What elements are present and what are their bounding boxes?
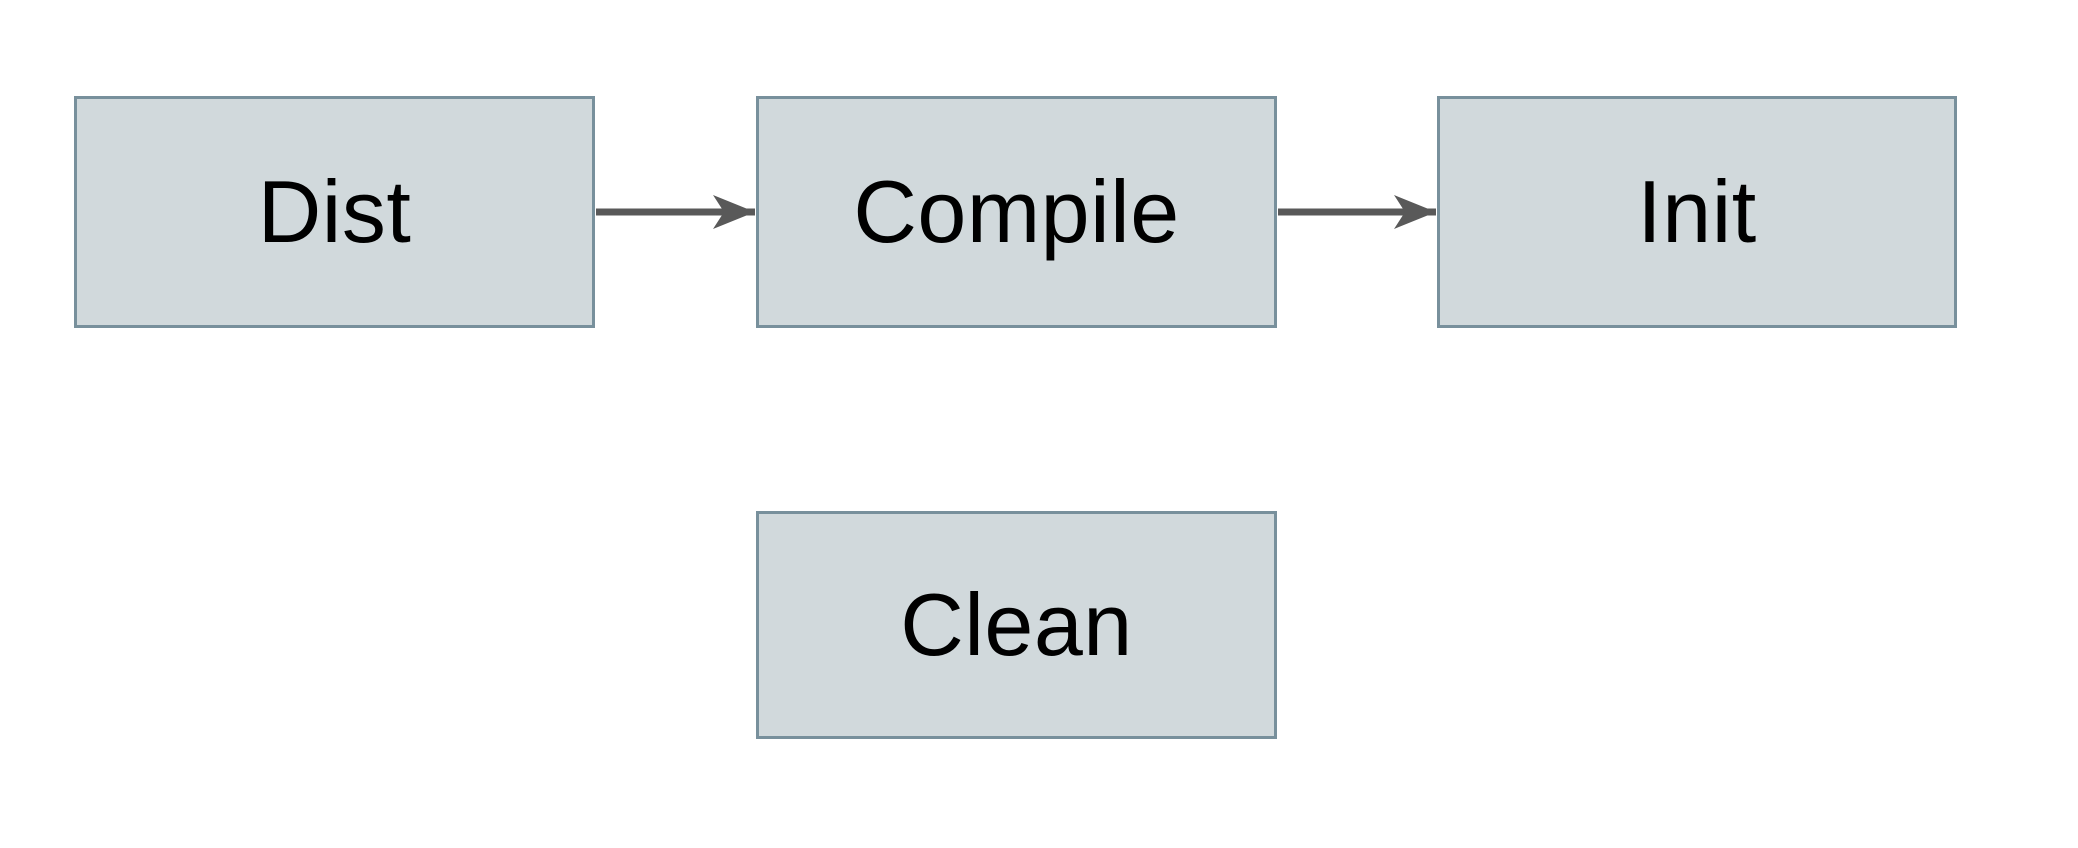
node-init: Init bbox=[1437, 96, 1957, 328]
node-init-label: Init bbox=[1637, 162, 1757, 261]
node-compile-label: Compile bbox=[853, 162, 1180, 261]
node-clean: Clean bbox=[756, 511, 1277, 739]
node-clean-label: Clean bbox=[900, 575, 1133, 674]
node-dist: Dist bbox=[74, 96, 595, 328]
node-dist-label: Dist bbox=[257, 162, 412, 261]
node-compile: Compile bbox=[756, 96, 1277, 328]
